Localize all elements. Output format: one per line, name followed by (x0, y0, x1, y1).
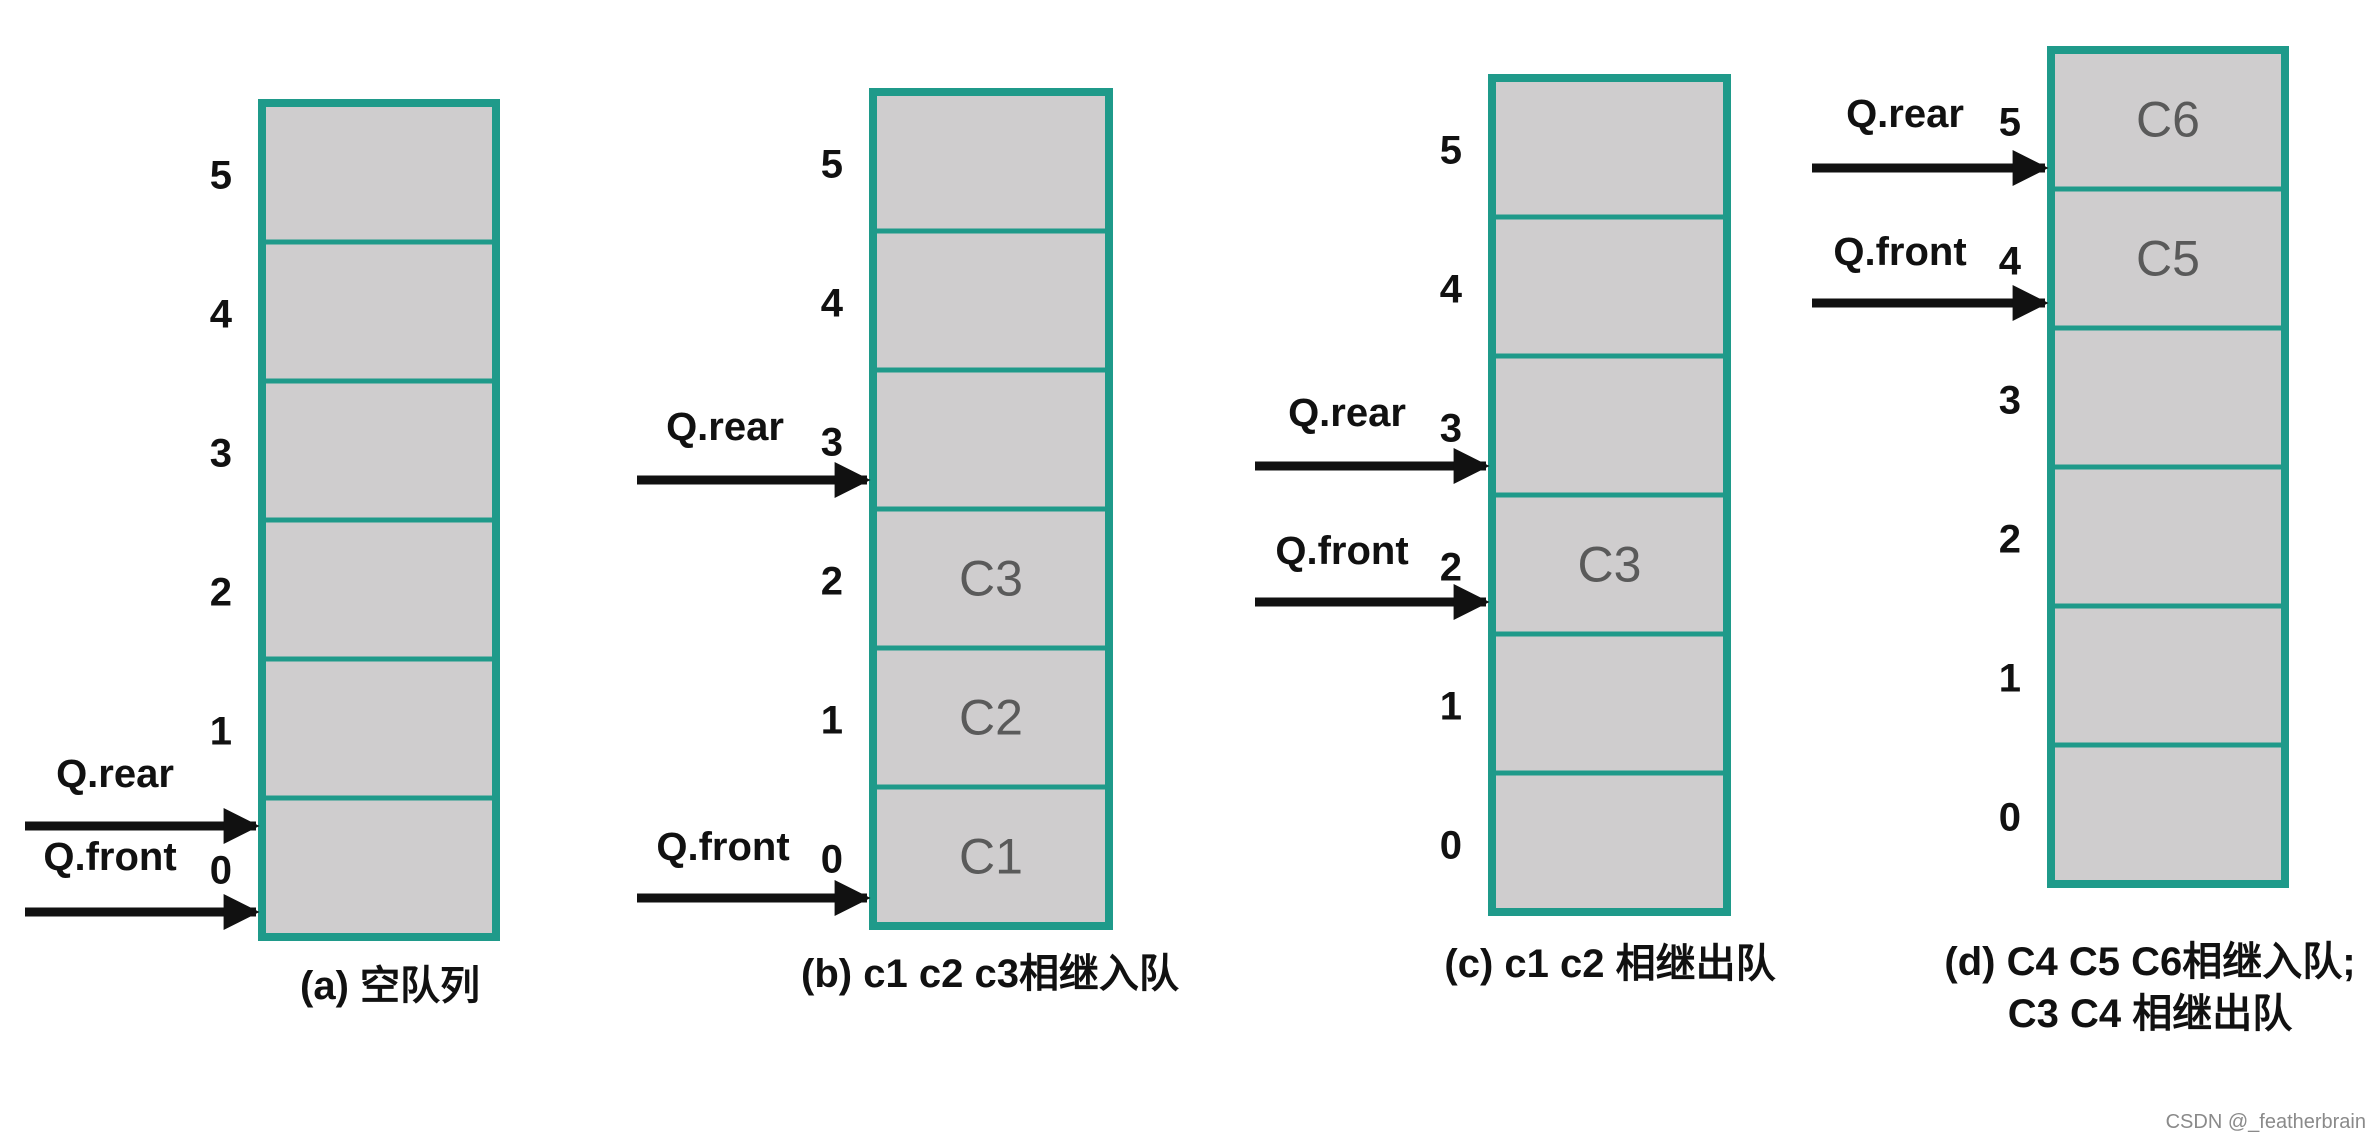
queue-cell-d-0 (2048, 742, 2288, 887)
index-label-b-1: 1 (821, 699, 843, 743)
rear-pointer-label-b: Q.rear (666, 405, 784, 449)
index-label-c-3: 3 (1440, 407, 1462, 451)
cell-value-b-1: C2 (959, 690, 1023, 746)
index-label-c-4: 4 (1440, 268, 1463, 312)
front-pointer-label-d: Q.front (1833, 230, 1966, 274)
caption-a-line-1: (a) 空队列 (300, 964, 480, 1008)
queue-outline-a (258, 99, 500, 941)
watermark: CSDN @_featherbrain (2165, 1111, 2366, 1133)
index-label-b-5: 5 (821, 143, 843, 187)
caption-b-line-1: (b) c1 c2 c3相继入队 (801, 952, 1179, 996)
index-label-c-2: 2 (1440, 546, 1462, 590)
queue-cell-c-0 (1489, 770, 1730, 915)
queue-outline-c (1488, 74, 1731, 916)
queue-cell-d-3 (2048, 325, 2288, 470)
index-label-d-4: 4 (1999, 240, 2022, 284)
index-label-a-3: 3 (210, 432, 232, 476)
cell-value-d-4: C5 (2136, 231, 2200, 287)
queue-cell-a-5 (259, 100, 499, 245)
queue-cell-a-3 (259, 378, 499, 523)
front-pointer-label-a: Q.front (43, 835, 176, 879)
index-label-b-2: 2 (821, 560, 843, 604)
caption-c: (c) c1 c2 相继出队 (1370, 938, 1850, 990)
cell-value-b-0: C1 (959, 829, 1023, 885)
rear-pointer-label-a: Q.rear (56, 752, 174, 796)
rear-pointer-label-d: Q.rear (1846, 92, 1964, 136)
queue-cell-b-4 (870, 228, 1112, 373)
queue-cell-c-1 (1489, 631, 1730, 776)
index-label-c-0: 0 (1440, 824, 1462, 868)
index-label-a-4: 4 (210, 293, 233, 337)
cell-value-d-5: C6 (2136, 92, 2200, 148)
queue-cell-b-5 (870, 89, 1112, 234)
index-label-b-3: 3 (821, 421, 843, 465)
cell-value-c-2: C3 (1578, 537, 1642, 593)
caption-d-line-1: (d) C4 C5 C6相继入队; (1944, 940, 2356, 984)
index-label-c-5: 5 (1440, 129, 1462, 173)
index-label-b-0: 0 (821, 838, 843, 882)
caption-d-line-2: C3 C4 相继出队 (2007, 992, 2293, 1036)
front-pointer-label-c: Q.front (1275, 529, 1408, 573)
index-label-d-5: 5 (1999, 101, 2021, 145)
index-label-a-5: 5 (210, 154, 232, 198)
index-label-d-0: 0 (1999, 796, 2021, 840)
index-label-d-2: 2 (1999, 518, 2021, 562)
queue-outline-d (2047, 46, 2289, 888)
queue-cell-a-4 (259, 239, 499, 384)
queue-cell-b-3 (870, 367, 1112, 512)
index-label-a-2: 2 (210, 571, 232, 615)
queue-cell-c-4 (1489, 214, 1730, 359)
index-label-a-1: 1 (210, 710, 232, 754)
caption-b: (b) c1 c2 c3相继入队 (740, 948, 1240, 1000)
queue-cell-d-2 (2048, 464, 2288, 609)
queue-cell-b-2 (870, 506, 1112, 651)
caption-d: (d) C4 C5 C6相继入队; C3 C4 相继出队 (1880, 936, 2380, 1040)
queue-cell-c-2 (1489, 492, 1730, 637)
queue-cell-a-1 (259, 656, 499, 801)
queue-cell-a-2 (259, 517, 499, 662)
caption-c-line-1: (c) c1 c2 相继出队 (1444, 942, 1776, 986)
index-label-d-3: 3 (1999, 379, 2021, 423)
index-label-c-1: 1 (1440, 685, 1462, 729)
index-label-d-1: 1 (1999, 657, 2021, 701)
cell-value-b-2: C3 (959, 551, 1023, 607)
rear-pointer-label-c: Q.rear (1288, 391, 1406, 435)
index-label-a-0: 0 (210, 849, 232, 893)
queue-cell-b-0 (870, 784, 1112, 929)
index-label-b-4: 4 (821, 282, 844, 326)
queue-cell-c-5 (1489, 75, 1730, 220)
caption-a: (a) 空队列 (190, 960, 590, 1012)
queue-cell-d-1 (2048, 603, 2288, 748)
queue-outline-b (869, 88, 1113, 930)
queue-cell-c-3 (1489, 353, 1730, 498)
queue-cell-a-0 (259, 795, 499, 940)
front-pointer-label-b: Q.front (656, 825, 789, 869)
